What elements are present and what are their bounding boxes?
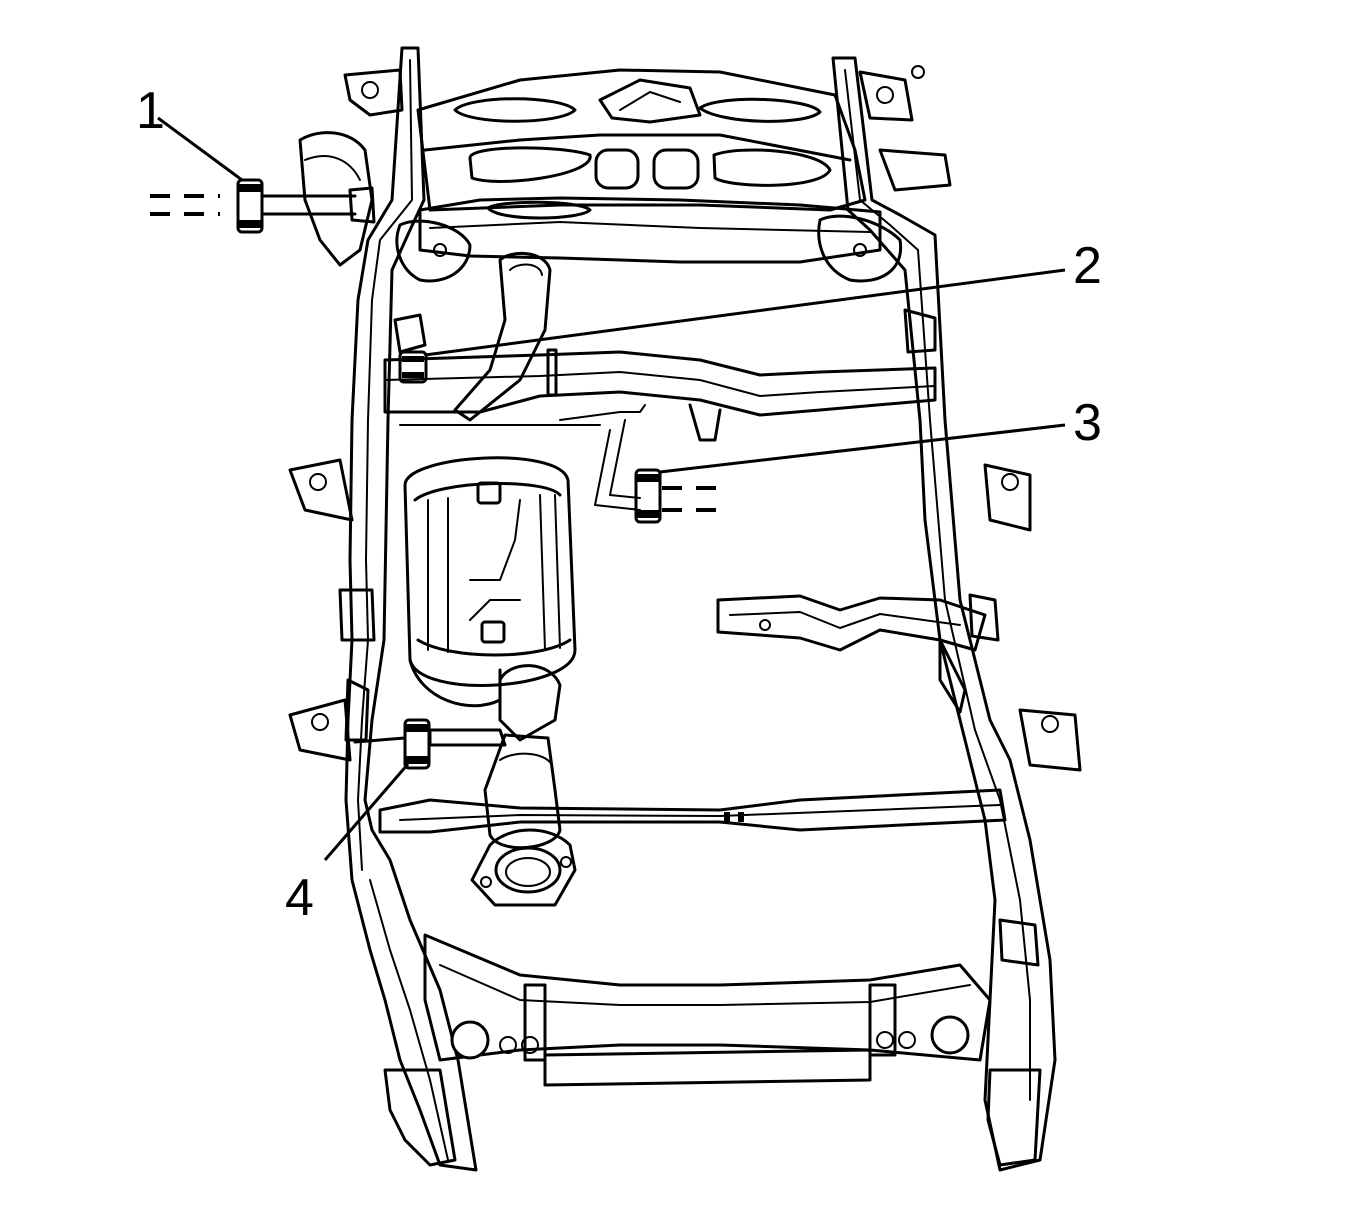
catalytic-converter [428, 664, 577, 907]
callout-4: 4 [285, 869, 314, 927]
body-mount-tabs [288, 148, 1082, 772]
rear-bumper-crossmember [423, 933, 992, 1087]
leader-line-2 [424, 268, 1066, 357]
leader-lines [157, 116, 1066, 861]
second-crossmember [395, 196, 903, 283]
hanger-3-insulator [634, 468, 725, 524]
leader-line-1 [157, 116, 243, 182]
hanger-1-insulator [150, 178, 376, 234]
frame-right-rail [831, 56, 1057, 1172]
leader-line-3 [659, 423, 1066, 474]
callout-2: 2 [1073, 237, 1102, 295]
callout-3: 3 [1073, 394, 1102, 452]
muffler [403, 456, 577, 708]
hanger-4-insulator [353, 718, 431, 770]
middle-crossmember [383, 308, 937, 442]
front-exhaust-pipe [298, 131, 552, 422]
leader-line-4 [323, 763, 410, 861]
callout-1: 1 [136, 82, 165, 140]
hanger-2-insulator [398, 350, 428, 384]
spare-tire-bracket [716, 594, 987, 714]
pipe-to-hanger-3 [399, 404, 646, 511]
front-crossmember [343, 65, 925, 212]
rear-crossmember [378, 788, 1007, 834]
